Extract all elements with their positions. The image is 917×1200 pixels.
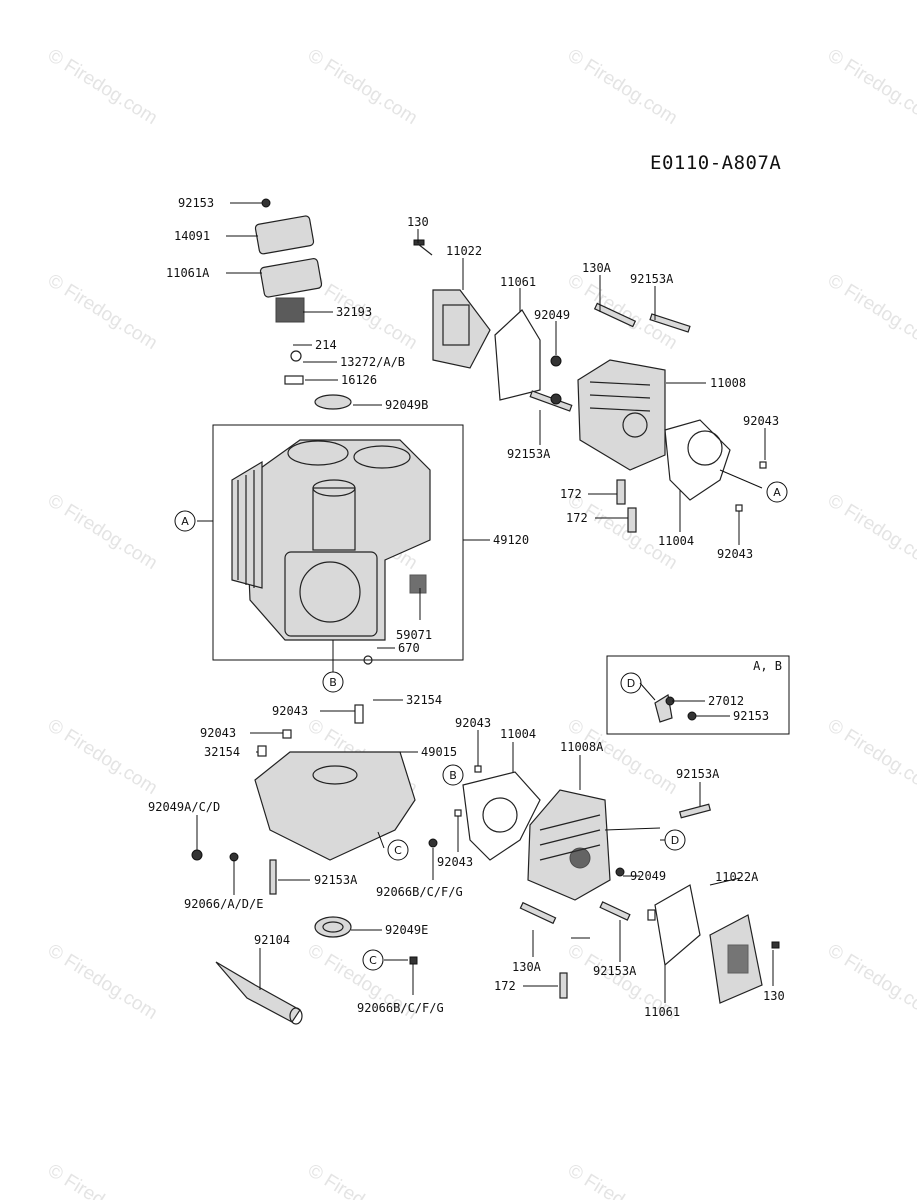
part-label: 92153A <box>676 767 720 781</box>
part-label: 49015 <box>421 745 457 759</box>
part-label: 14091 <box>174 229 210 243</box>
part-label: 92104 <box>254 933 290 947</box>
part-labels: 92153 14091 11061A 32193 214 13272/A/B 1… <box>148 196 785 1019</box>
part-label: 92153A <box>630 272 674 286</box>
part-label: 92066B/C/F/G <box>376 885 463 899</box>
rocker-cover-illustration-bottom <box>654 884 780 1004</box>
callout-c-middle: C <box>387 839 409 861</box>
part-label: 32154 <box>406 693 442 707</box>
part-label: 92049B <box>385 398 428 412</box>
callout-c-bottom: C <box>362 949 384 971</box>
callout-d-right: D <box>664 829 686 851</box>
leader-lines <box>196 202 774 1003</box>
part-label: 130 <box>763 989 785 1003</box>
cylinder-head-illustration-bottom <box>454 765 712 999</box>
legend-box-title: A, B <box>753 659 782 673</box>
part-label: 92153A <box>507 447 551 461</box>
breather-cover-illustration <box>254 198 352 410</box>
legend-box-parts-illustration <box>654 694 697 723</box>
part-label: 32193 <box>336 305 372 319</box>
part-label: 11008A <box>560 740 604 754</box>
part-label: 92043 <box>437 855 473 869</box>
part-label: 32154 <box>204 745 240 759</box>
callout-a-right: A <box>766 481 788 503</box>
rocker-cover-illustration-top <box>413 239 541 401</box>
part-label: 92153A <box>593 964 637 978</box>
part-label: 11061 <box>500 275 536 289</box>
part-label: 11061A <box>166 266 210 280</box>
part-label: 92043 <box>743 414 779 428</box>
part-label: 11004 <box>500 727 536 741</box>
sealant-tube-illustration <box>215 961 303 1025</box>
callout-d-right-letter: D <box>671 834 679 847</box>
part-label: 172 <box>560 487 582 501</box>
part-label: 92066/A/D/E <box>184 897 263 911</box>
part-label: 92043 <box>200 726 236 740</box>
part-label: 214 <box>315 338 337 352</box>
part-label: 92049A/C/D <box>148 800 220 814</box>
part-label: 11004 <box>658 534 694 548</box>
callout-c-middle-letter: C <box>394 844 402 857</box>
crankcase-cover-illustration <box>191 704 438 965</box>
part-label: 16126 <box>341 373 377 387</box>
part-label: 130A <box>512 960 542 974</box>
callout-a-left-letter: A <box>181 515 189 528</box>
part-label: 92049E <box>385 923 428 937</box>
callout-a-right-letter: A <box>773 486 781 499</box>
part-label: 92066B/C/F/G <box>357 1001 444 1015</box>
part-label: 92043 <box>717 547 753 561</box>
part-label: 92153A <box>314 873 358 887</box>
part-label: 11022A <box>715 870 759 884</box>
crankcase-illustration <box>212 424 464 665</box>
callout-b-center-letter: B <box>329 676 337 689</box>
cylinder-head-illustration-top <box>529 302 767 533</box>
part-label: 92043 <box>455 716 491 730</box>
callout-c-bottom-letter: C <box>369 954 377 967</box>
legend-box <box>606 655 790 735</box>
diagram-code: E0110-A807A <box>650 152 782 174</box>
callout-b-right: B <box>442 764 464 786</box>
part-label: 27012 <box>708 694 744 708</box>
part-label: 49120 <box>493 533 529 547</box>
callout-b-center: B <box>322 671 344 693</box>
callout-a-left: A <box>174 510 196 532</box>
part-label: 92153 <box>733 709 769 723</box>
part-label: 11008 <box>710 376 746 390</box>
part-label: 92153 <box>178 196 214 210</box>
part-label: 670 <box>398 641 420 655</box>
part-label: 130 <box>407 215 429 229</box>
callout-d-box: D <box>620 672 642 694</box>
part-label: 13272/A/B <box>340 355 405 369</box>
callout-d-box-letter: D <box>627 677 635 690</box>
part-label: 92049 <box>630 869 666 883</box>
part-label: 11061 <box>644 1005 680 1019</box>
part-label: 11022 <box>446 244 482 258</box>
part-label: 92043 <box>272 704 308 718</box>
part-label: 172 <box>566 511 588 525</box>
part-label: 59071 <box>396 628 432 642</box>
callout-b-right-letter: B <box>449 769 457 782</box>
part-label: 130A <box>582 261 612 275</box>
part-label: 172 <box>494 979 516 993</box>
part-label: 92049 <box>534 308 570 322</box>
